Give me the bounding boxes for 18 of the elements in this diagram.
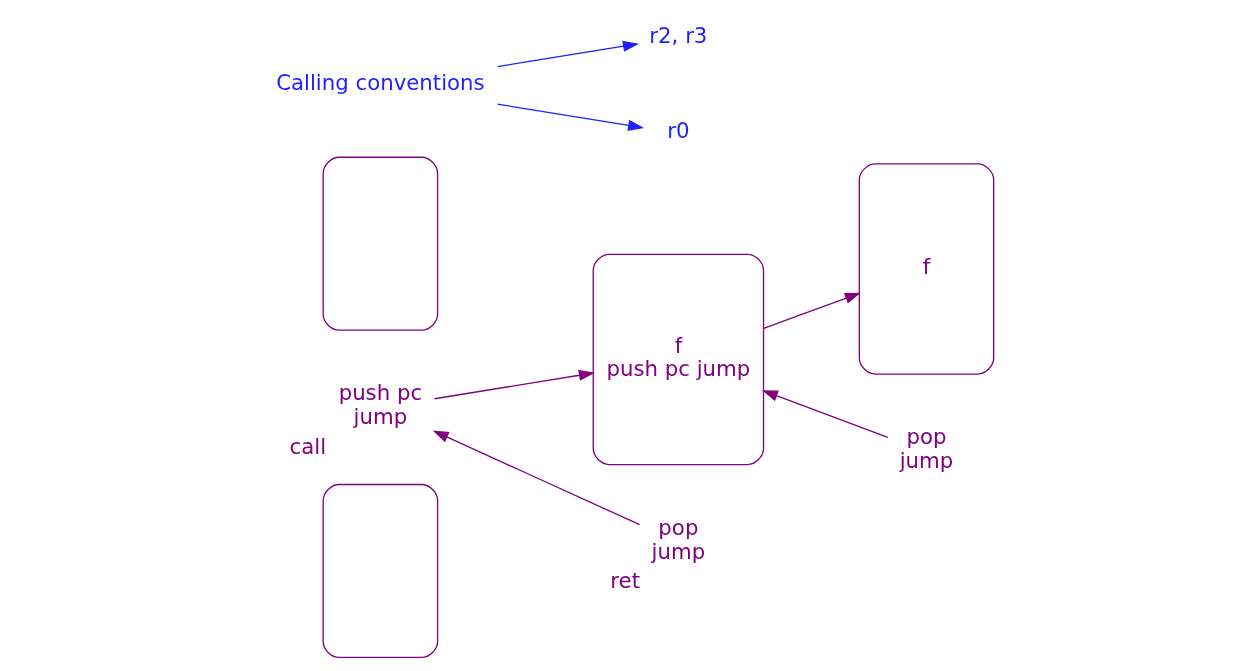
node-box: [322, 483, 438, 659]
node-text: Calling conventions: [275, 70, 485, 96]
node-text: push pc jump: [338, 380, 422, 430]
node-text: pop jump: [899, 424, 953, 474]
arrow: [762, 292, 861, 330]
node-text: pop jump: [651, 514, 705, 564]
node-box: f: [858, 163, 994, 375]
arrow: [761, 390, 888, 438]
node-text: r2, r3: [648, 22, 707, 48]
arrow: [496, 103, 644, 131]
node-box: f push pc jump: [592, 253, 764, 466]
arrow: [433, 369, 595, 400]
arrow: [496, 40, 639, 68]
node-label: call: [289, 433, 326, 459]
arrow: [432, 430, 640, 526]
node-text: r0: [666, 118, 690, 144]
node-label: ret: [609, 568, 640, 593]
node-box: [322, 156, 438, 331]
